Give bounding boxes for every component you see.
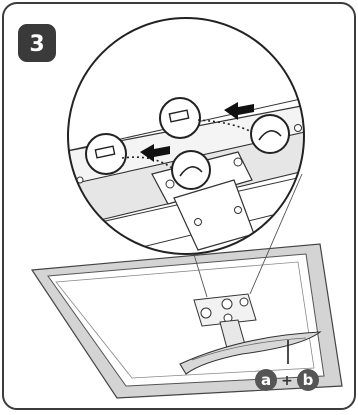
step-badge: 3 [18,24,56,62]
step-number: 3 [29,32,44,57]
hook-right [251,115,289,153]
label-a: a [261,371,271,389]
label-plus: + [281,373,293,389]
slot-middle [160,98,200,138]
instruction-panel: 3 a + b [2,2,356,410]
part-labels: a + b [255,369,319,391]
label-b: b [303,371,314,389]
slot-left [86,134,126,174]
hook-left [172,151,210,189]
